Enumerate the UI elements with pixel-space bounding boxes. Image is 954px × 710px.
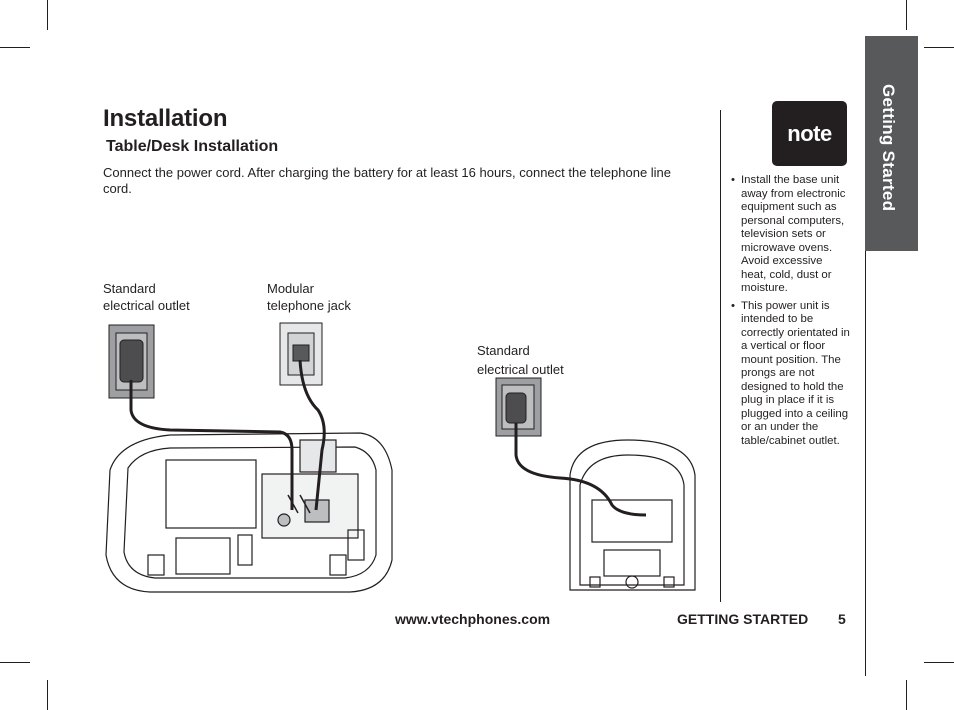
note-badge: note [772,101,847,166]
crop-mark [0,47,30,48]
crop-mark [0,662,30,663]
jack-label-line1: Modular [267,281,314,296]
note-list: Install the base unit away from electron… [730,174,850,452]
note-item: Install the base unit away from electron… [730,174,850,296]
chapter-tab: Getting Started [865,36,918,251]
base-power-cord [129,380,294,510]
crop-mark [924,662,954,663]
outlet-right-label: Standard electrical outlet [477,341,564,379]
page-title: Installation [103,105,228,132]
right-electrical-outlet [495,377,542,437]
outlet-right-label-line1: Standard [477,343,530,358]
chapter-tab-label: Getting Started [879,84,898,212]
crop-mark [47,0,48,30]
outlet-left-label-line1: Standard [103,281,156,296]
charger-power-cord [514,423,647,517]
outlet-left-label: Standard electrical outlet [103,280,190,314]
base-unit [105,432,393,593]
footer-section: GETTING STARTED [677,611,809,627]
outlet-right-label-line2: electrical outlet [477,362,564,377]
crop-mark [906,680,907,710]
footer-url: www.vtechphones.com [395,611,551,627]
telephone-line-cord [298,359,326,511]
crop-mark [906,0,907,30]
outlet-left-label-line2: electrical outlet [103,298,190,313]
section-subtitle: Table/Desk Installation [106,138,279,155]
jack-label-line2: telephone jack [267,298,351,313]
intro-paragraph: Connect the power cord. After charging t… [103,165,672,196]
note-item: This power unit is intended to be correc… [730,300,850,449]
column-divider [720,110,721,602]
crop-mark [47,680,48,710]
crop-mark [924,47,954,48]
page-number: 5 [838,611,846,627]
jack-label: Modular telephone jack [267,280,351,314]
sidebar-rule [865,251,866,676]
left-electrical-outlet [108,324,155,399]
